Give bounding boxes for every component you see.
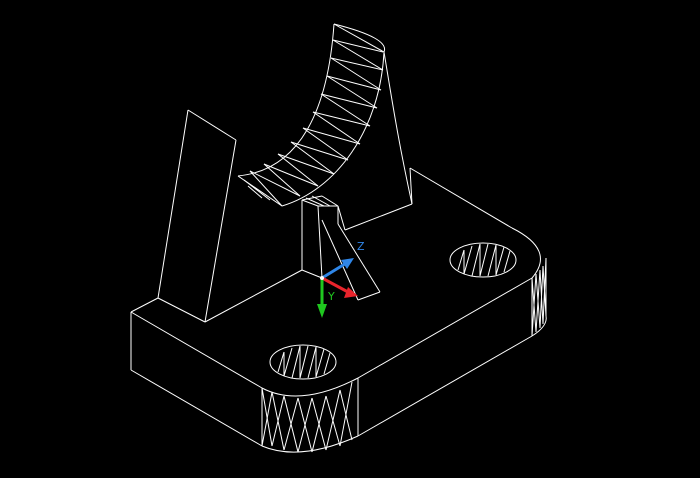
back-hole xyxy=(449,242,517,278)
ucs-y-arrowhead xyxy=(317,304,327,318)
left-rib xyxy=(157,109,237,323)
ucs-icon[interactable]: Z Y xyxy=(317,240,365,318)
ucs-x-arrowhead xyxy=(344,287,358,298)
front-hole xyxy=(269,344,337,380)
ucs-z-axis xyxy=(321,260,349,280)
ucs-y-label: Y xyxy=(327,290,335,303)
center-post xyxy=(301,195,381,301)
ucs-origin xyxy=(320,276,324,280)
ucs-z-label: Z xyxy=(357,240,365,253)
ucs-z-arrowhead xyxy=(341,258,354,269)
cradle-support xyxy=(237,23,413,231)
ucs-x-axis xyxy=(321,276,349,294)
base-plate xyxy=(130,167,547,453)
